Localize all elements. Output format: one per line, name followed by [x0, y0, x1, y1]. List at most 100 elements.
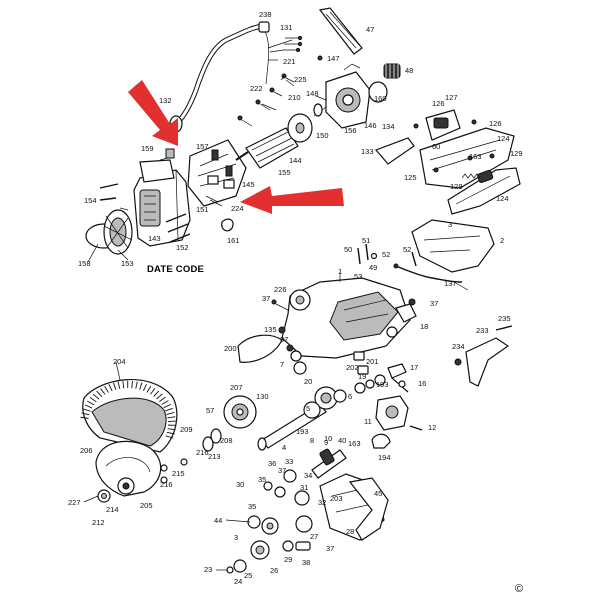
- blade-tooth: [84, 404, 93, 409]
- blade-tooth: [165, 407, 173, 412]
- part-label: 30: [236, 480, 244, 489]
- part-label: 44: [214, 516, 222, 525]
- part-label: 52: [403, 245, 411, 254]
- cord-clamp-238: [258, 21, 270, 33]
- gear-160: [368, 81, 388, 103]
- part-label: 52: [382, 250, 390, 259]
- part-label: 6: [348, 392, 352, 401]
- part-label: 193: [296, 427, 309, 436]
- part-label: 137: [444, 279, 457, 288]
- part-label: 221: [283, 57, 296, 66]
- part-label: 29: [284, 555, 292, 564]
- part-label: 36: [268, 459, 276, 468]
- brush-plate-159: [139, 148, 175, 183]
- spring-128: [461, 173, 481, 179]
- part-label: 37: [278, 466, 286, 475]
- blade-tooth: [89, 397, 97, 403]
- part-label: 7: [280, 360, 284, 369]
- blade-tooth: [165, 435, 174, 439]
- part-label: 143: [148, 234, 161, 243]
- part-label: 160: [374, 94, 387, 103]
- saw-blade-204: [80, 378, 178, 453]
- blade-tooth: [159, 396, 166, 402]
- blade-tooth: [146, 385, 152, 393]
- part-label: 204: [113, 357, 126, 366]
- handle-half-124-upper: [419, 127, 515, 189]
- bearing-208-213: [202, 428, 222, 452]
- part-label: 159: [141, 144, 154, 153]
- fan-disc-150: [287, 103, 331, 143]
- part-label: 194: [378, 453, 391, 462]
- part-label: 28: [346, 527, 354, 536]
- part-label: 224: [231, 204, 244, 213]
- part-label: 161: [227, 236, 240, 245]
- bracket-201-202: [353, 351, 369, 375]
- blade-tooth: [135, 381, 138, 389]
- part-label: 51: [362, 236, 370, 245]
- part-label: 210: [288, 93, 301, 102]
- part-label: 34: [304, 471, 312, 480]
- part-label: 53: [354, 272, 362, 281]
- part-label: 18: [420, 322, 428, 331]
- part-label: 125: [404, 173, 417, 182]
- motor-housing-143: [133, 169, 191, 247]
- cord-wires-131: [283, 35, 303, 53]
- part-label: 147: [327, 54, 340, 63]
- part-label: 235: [498, 314, 511, 323]
- part-label: 17: [410, 363, 418, 372]
- armature-144: [235, 127, 299, 169]
- pointer-arrow-right: [240, 186, 344, 214]
- part-label: 212: [92, 518, 105, 527]
- blade-tooth: [80, 416, 89, 419]
- part-label: 35: [258, 475, 266, 484]
- blade-tooth: [87, 400, 95, 406]
- part-label: 10: [324, 434, 332, 443]
- part-label: 50: [344, 245, 352, 254]
- part-label: 154: [84, 196, 97, 205]
- switch-handle-127: [425, 109, 461, 141]
- part-label: 238: [259, 10, 272, 19]
- part-label: 124: [496, 194, 509, 203]
- blade-tooth: [113, 382, 117, 390]
- blade-tooth: [122, 380, 125, 389]
- part-label: 4: [282, 443, 286, 452]
- part-label: 32: [318, 498, 326, 507]
- part-label: 131: [280, 23, 293, 32]
- blade-tooth: [156, 393, 163, 400]
- shaft-40: [311, 448, 347, 479]
- part-label: 233: [476, 326, 489, 335]
- part-label: 216: [160, 480, 173, 489]
- part-label: 49: [369, 263, 377, 272]
- part-label: 208: [220, 436, 233, 445]
- blade-tooth: [166, 412, 175, 415]
- part-label: 145: [242, 180, 255, 189]
- belt-47: [318, 7, 363, 55]
- upper-guard-2: [411, 219, 495, 273]
- small-screws-handle: [413, 119, 495, 173]
- part-label: 205: [140, 501, 153, 510]
- blade-tooth: [100, 388, 106, 395]
- blade-tooth: [166, 431, 175, 435]
- part-label: 157: [196, 142, 209, 151]
- part-label: 37: [430, 299, 438, 308]
- part-label: 156: [344, 126, 357, 135]
- part-label: 37: [280, 335, 288, 344]
- blade-tooth: [139, 382, 143, 390]
- part-label: 38: [302, 558, 310, 567]
- blade-tooth: [92, 393, 100, 400]
- part-label: 163: [348, 439, 361, 448]
- copyright-mark: ©: [515, 583, 524, 595]
- handle-half-124-lower: [447, 167, 521, 215]
- part-label: 201: [366, 357, 379, 366]
- gear-hub-207: [223, 395, 257, 429]
- part-labels: 238 131 47 147 221 225 222 210 48 148 16…: [68, 10, 523, 586]
- part-label: 24: [234, 577, 242, 586]
- part-label: 132: [159, 96, 172, 105]
- part-label: 207: [230, 383, 243, 392]
- part-label: 200: [224, 344, 237, 353]
- blade-tooth: [163, 403, 171, 409]
- part-label: 48: [405, 66, 413, 75]
- part-label: 146: [364, 121, 377, 130]
- part-label: 60: [432, 142, 440, 151]
